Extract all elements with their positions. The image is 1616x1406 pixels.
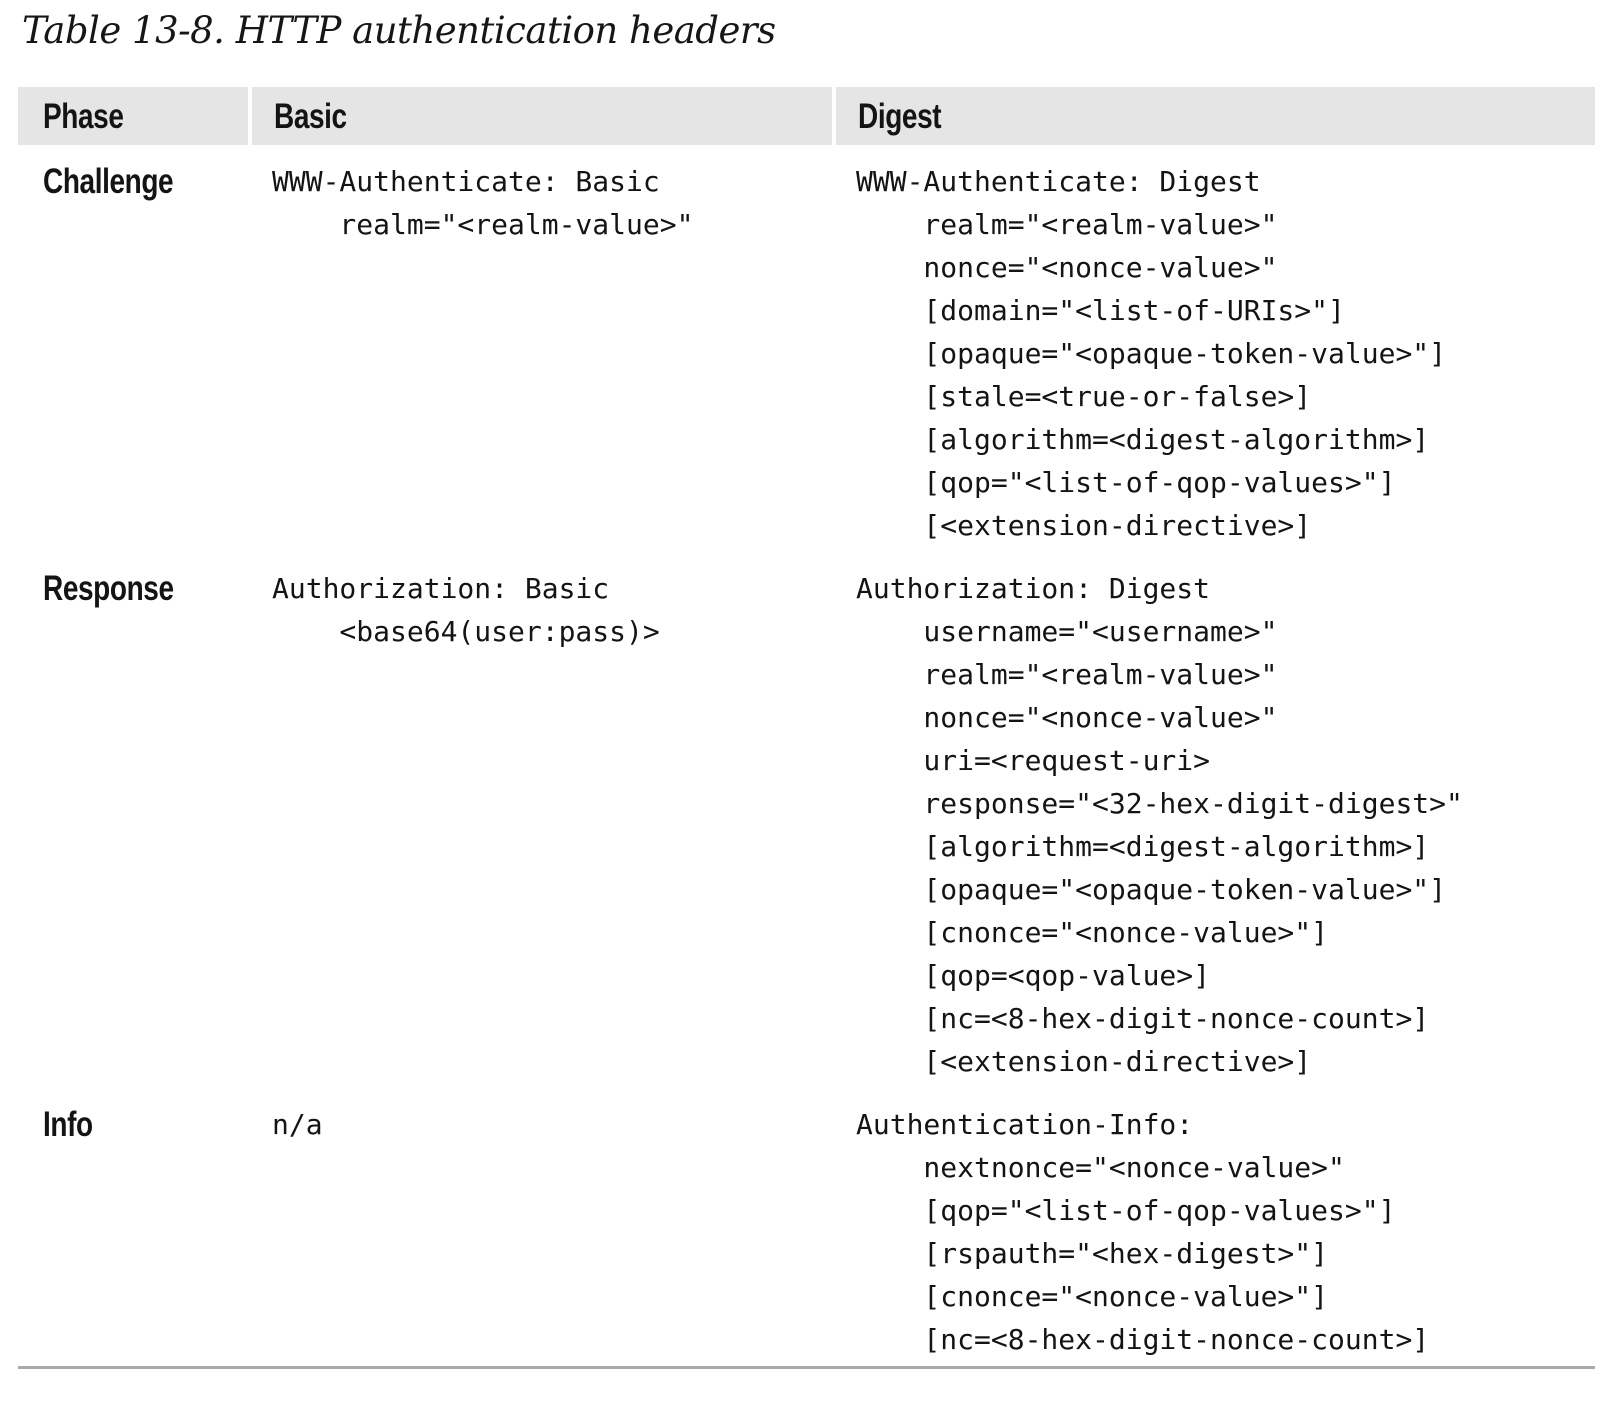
column-header-digest-label: Digest — [858, 96, 942, 136]
response-digest-cell: Authorization: Digest username="<usernam… — [834, 552, 1595, 1088]
info-basic-cell: n/a — [250, 1088, 834, 1368]
row-label-cell: Response — [18, 552, 250, 1088]
row-label-challenge: Challenge — [43, 162, 174, 201]
table-row-response: Response Authorization: Basic <base64(us… — [18, 552, 1595, 1088]
table-caption: Table 13-8. HTTP authentication headers — [22, 9, 776, 52]
auth-headers-table: Phase Basic Digest Challenge WWW-Authent… — [18, 87, 1595, 1369]
row-label-info: Info — [43, 1105, 93, 1144]
info-basic-code: n/a — [272, 1108, 323, 1141]
challenge-digest-code: WWW-Authenticate: Digest realm="<realm-v… — [856, 165, 1447, 542]
response-basic-cell: Authorization: Basic <base64(user:pass)> — [250, 552, 834, 1088]
info-digest-code: Authentication-Info: nextnonce="<nonce-v… — [856, 1108, 1430, 1356]
table-row-info: Info n/a Authentication-Info: nextnonce=… — [18, 1088, 1595, 1368]
column-header-phase: Phase — [18, 87, 252, 145]
column-header-phase-label: Phase — [43, 96, 124, 136]
response-digest-code: Authorization: Digest username="<usernam… — [856, 572, 1463, 1078]
table-header-row: Phase Basic Digest — [18, 87, 1595, 145]
column-header-basic-label: Basic — [274, 96, 347, 136]
row-label-response: Response — [43, 569, 174, 608]
challenge-basic-code: WWW-Authenticate: Basic realm="<realm-va… — [272, 165, 694, 241]
info-digest-cell: Authentication-Info: nextnonce="<nonce-v… — [834, 1088, 1595, 1368]
row-label-cell: Info — [18, 1088, 250, 1368]
challenge-digest-cell: WWW-Authenticate: Digest realm="<realm-v… — [834, 145, 1595, 552]
table-row-challenge: Challenge WWW-Authenticate: Basic realm=… — [18, 145, 1595, 552]
challenge-basic-cell: WWW-Authenticate: Basic realm="<realm-va… — [250, 145, 834, 552]
column-header-basic: Basic — [250, 87, 836, 145]
response-basic-code: Authorization: Basic <base64(user:pass)> — [272, 572, 660, 648]
column-header-digest: Digest — [834, 87, 1595, 145]
row-label-cell: Challenge — [18, 145, 250, 552]
